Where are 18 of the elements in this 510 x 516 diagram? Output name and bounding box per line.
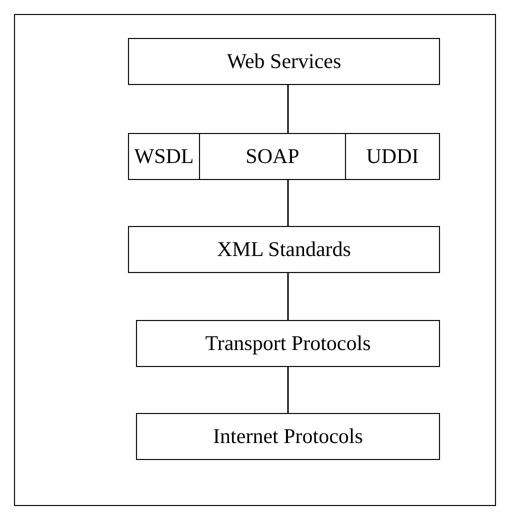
layer-label: SOAP xyxy=(246,142,300,170)
connector-line xyxy=(287,180,289,226)
layer-box xyxy=(136,413,440,460)
layer-label: WSDL xyxy=(134,142,194,170)
connector-line xyxy=(287,273,289,320)
layer-box xyxy=(199,133,346,180)
layer-label: Transport Protocols xyxy=(205,330,371,357)
layer-box xyxy=(136,320,440,367)
layer-label: XML Standards xyxy=(217,236,351,263)
layer-box xyxy=(345,133,440,180)
connector-line xyxy=(287,85,289,133)
layer-box xyxy=(128,38,440,85)
layer-label: Internet Protocols xyxy=(213,422,363,450)
layer-label: UDDI xyxy=(366,142,419,170)
layer-box xyxy=(128,226,440,273)
layer-label: Web Services xyxy=(226,48,342,75)
layer-box xyxy=(128,133,200,180)
connector-line xyxy=(287,367,289,413)
